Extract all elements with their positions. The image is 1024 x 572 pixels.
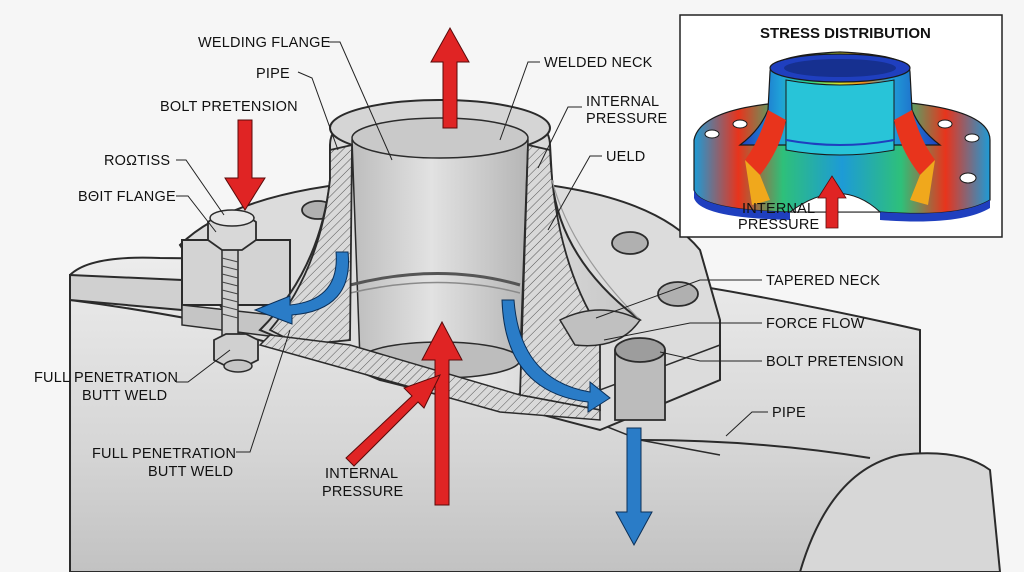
- force-arrows: [224, 26, 470, 506]
- label-tapered-neck: TAPERED NECK: [766, 273, 880, 289]
- inset-pressure-line2: PRESSURE: [738, 217, 819, 233]
- bolt-hole: [611, 231, 649, 255]
- label-internal-pressure-bottom-line1: INTERNAL: [325, 466, 398, 482]
- label-internal-pressure-right-line1: INTERNAL: [586, 94, 659, 110]
- label-welded-neck: WELDED NECK: [544, 55, 653, 71]
- flow-arrow-down: [615, 427, 653, 547]
- label-internal-pressure-bottom-line2: PRESSURE: [322, 484, 403, 500]
- inset-title: STRESS DISTRIBUTION: [760, 25, 931, 42]
- label-bolt-flange: BΘIT FLANGE: [78, 189, 176, 205]
- inset-pressure-arrow: [817, 175, 847, 229]
- label-ueld: UELD: [606, 149, 645, 165]
- label-welding-flange: WELDING FLANGE: [198, 35, 331, 51]
- weld-neck: [258, 98, 642, 421]
- label-full-penetration-2-line2: BUTT WELD: [148, 464, 233, 480]
- flow-arrow-right: [501, 299, 611, 413]
- bolt: [207, 209, 259, 373]
- internal-pressure-arrow: [421, 320, 463, 506]
- leader-lines: [176, 41, 768, 453]
- bolt-hole: [657, 281, 699, 307]
- inset-pressure-line1: INTERNAL: [742, 201, 815, 217]
- flow-arrows: [253, 251, 653, 547]
- label-force-flow: FORCE FLOW: [766, 316, 865, 332]
- stress-distribution-inset: STRESS DISTRIBUTION INTERNAL PRESSURE: [679, 14, 1003, 238]
- label-internal-pressure-right-line2: PRESSURE: [586, 111, 667, 127]
- labels: WELDING FLANGE PIPE BOLT PRETENSION ROΩT…: [34, 35, 904, 500]
- label-bolt-pretension-right: BOLT PRETENSION: [766, 354, 904, 370]
- label-full-penetration-1-line2: BUTT WELD: [82, 388, 167, 404]
- label-pipe-top: PIPE: [256, 66, 290, 82]
- label-bolt-pretension-left: BOLT PRETENSION: [160, 99, 298, 115]
- diagonal-pressure-arrow: [345, 374, 441, 467]
- label-full-penetration-1-line1: FULL PENETRATION: [34, 370, 178, 386]
- label-full-penetration-2-line1: FULL PENETRATION: [92, 446, 236, 462]
- axial-force-arrow: [430, 26, 470, 129]
- bolt-pretension-arrow: [224, 119, 266, 211]
- label-pipe-right: PIPE: [772, 405, 806, 421]
- flow-arrow-left: [253, 251, 350, 325]
- label-rootiss: ROΩTISS: [104, 153, 170, 169]
